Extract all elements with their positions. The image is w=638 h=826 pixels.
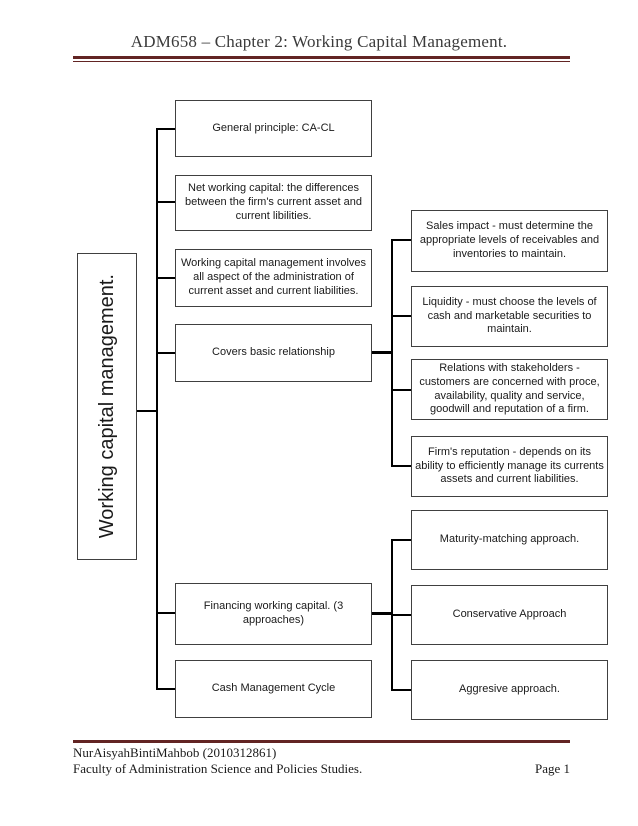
node-conservative-approach: Conservative Approach (411, 585, 608, 645)
node-liquidity: Liquidity - must choose the levels of ca… (411, 286, 608, 347)
footer-rule (73, 740, 570, 743)
node-label: Conservative Approach (452, 608, 567, 621)
footer-faculty: Faculty of Administration Science and Po… (73, 761, 363, 776)
connector-stub-cash-cycle (156, 688, 176, 690)
connector-stub-financing (156, 612, 176, 614)
page-title: ADM658 – Chapter 2: Working Capital Mana… (130, 32, 508, 51)
node-relations-with-stakeholders: Relations with stakeholders - customers … (411, 359, 608, 420)
connector-covers-horizontal (372, 351, 392, 354)
footer-author: NurAisyahBintiMahbob (2010312861) (73, 745, 277, 760)
connector-stub-relations (391, 389, 411, 391)
node-root-label: Working capital management. (95, 274, 118, 539)
node-covers-basic-relationship: Covers basic relationship (175, 324, 372, 382)
node-label: Cash Management Cycle (211, 682, 336, 695)
connector-stub-net-working-capital (156, 201, 176, 203)
node-label: Financing working capital. (3 approaches… (203, 600, 344, 626)
node-label: Liquidity - must choose the levels of ca… (422, 295, 597, 336)
node-label: Net working capital: the differences bet… (185, 182, 362, 222)
node-label: Relations with stakeholders - customers … (419, 362, 600, 416)
node-label: Aggresive approach. (459, 683, 560, 696)
node-maturity-matching-approach: Maturity-matching approach. (411, 510, 608, 570)
node-wcm-involves: Working capital management involves all … (175, 249, 372, 307)
node-firms-reputation: Firm's reputation - depends on its abili… (411, 436, 608, 497)
connector-stub-conservative (391, 614, 411, 616)
node-label: Sales impact - must determine the approp… (419, 220, 600, 260)
connector-financing-horizontal (372, 612, 392, 615)
connector-stub-sales-impact (391, 239, 411, 241)
connector-root-horizontal (137, 410, 157, 412)
footer-page-number: Page 1 (534, 761, 570, 776)
node-net-working-capital: Net working capital: the differences bet… (175, 175, 372, 231)
node-working-capital-management: Working capital management. (77, 253, 137, 560)
connector-covers-spine (391, 239, 393, 467)
node-label: Working capital management involves all … (180, 257, 367, 297)
node-label: General principle: CA-CL (212, 121, 335, 134)
connector-stub-wcm-involves (156, 277, 176, 279)
connector-stub-covers (156, 352, 176, 354)
node-sales-impact: Sales impact - must determine the approp… (411, 210, 608, 272)
connector-stub-liquidity (391, 315, 411, 317)
node-label: Maturity-matching approach. (439, 533, 580, 546)
connector-stub-firms-reputation (391, 465, 411, 467)
node-financing-working-capital: Financing working capital. (3 approaches… (175, 583, 372, 645)
connector-stub-maturity-matching (391, 539, 411, 541)
connector-stub-general-principle (156, 128, 176, 130)
header-rule (73, 56, 570, 62)
node-aggresive-approach: Aggresive approach. (411, 660, 608, 720)
node-cash-management-cycle: Cash Management Cycle (175, 660, 372, 718)
node-general-principle: General principle: CA-CL (175, 100, 372, 157)
node-label: Firm's reputation - depends on its abili… (415, 445, 604, 486)
connector-level1-spine (156, 128, 158, 690)
node-label: Covers basic relationship (212, 346, 335, 359)
connector-stub-aggresive (391, 689, 411, 691)
